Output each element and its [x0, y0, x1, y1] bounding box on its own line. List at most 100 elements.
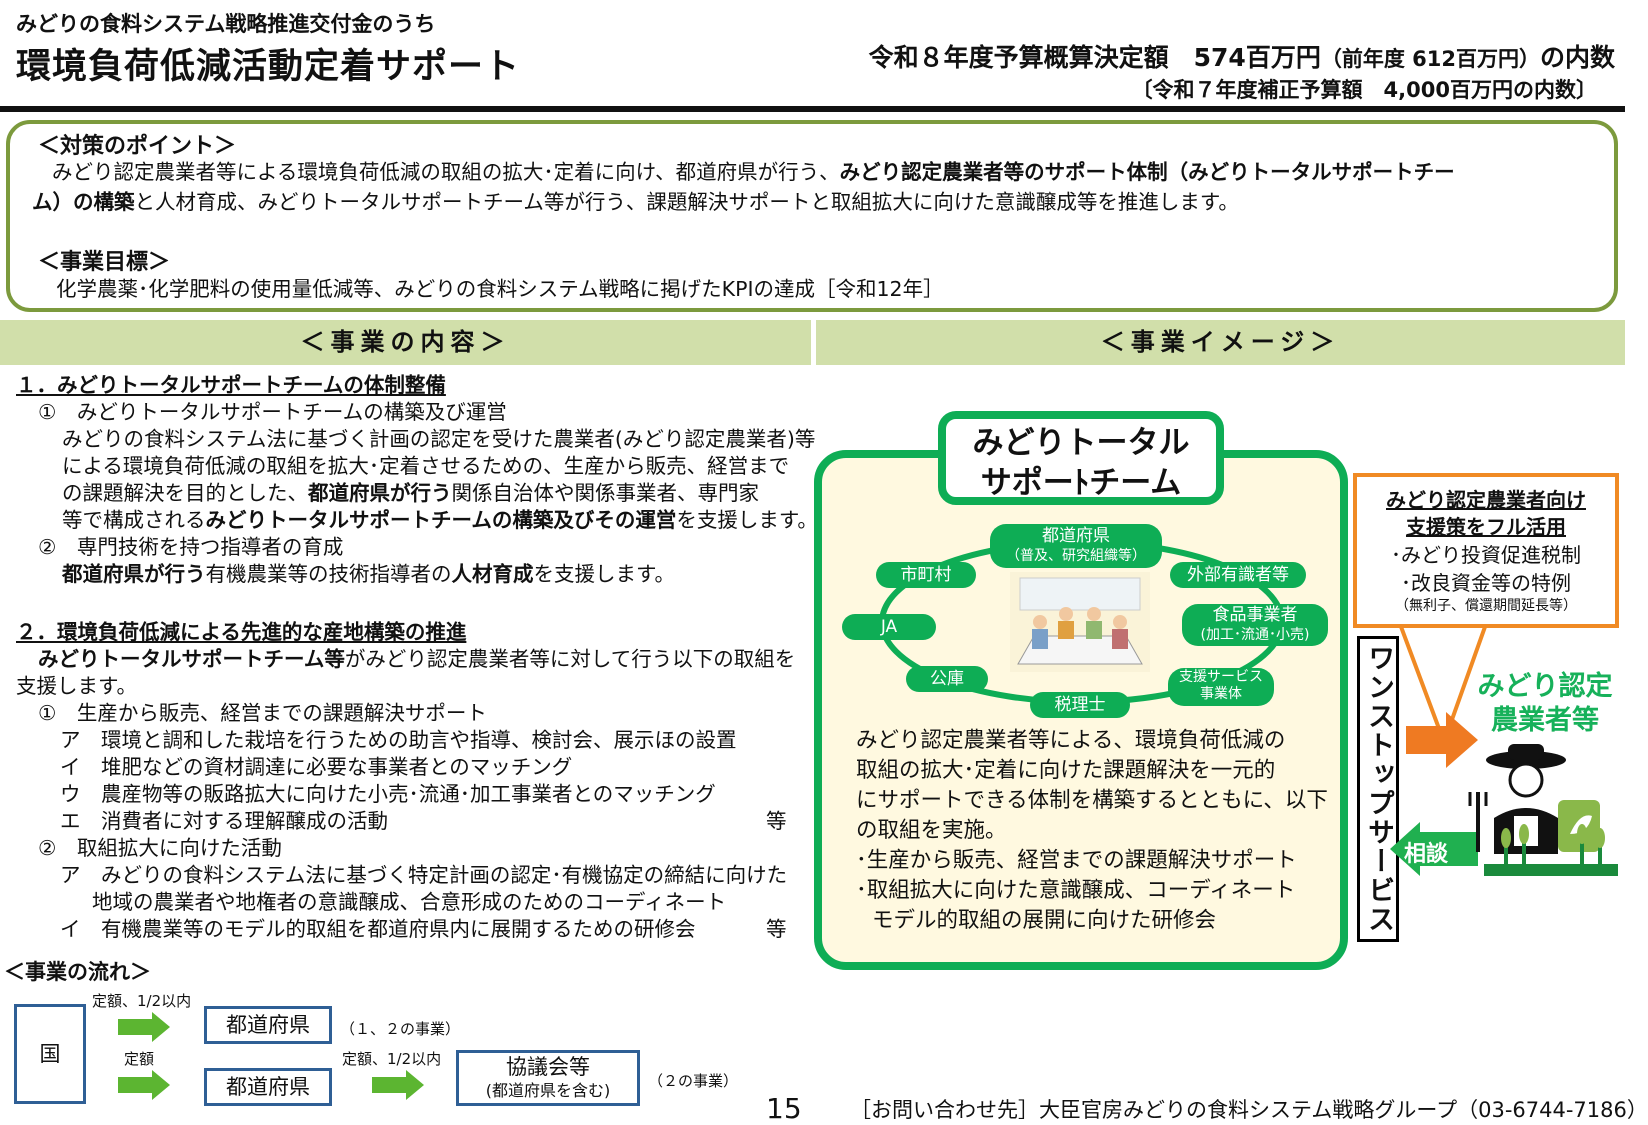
section-2-1-item: ア 環境と調和した栽培を行うための助言や指導、検討会、展示ほの設置 [60, 728, 737, 752]
farmer-label-line: みどり認定 [1477, 671, 1613, 702]
flow-heading: ＜事業の流れ＞ [4, 960, 151, 984]
budget-line: 令和８年度予算概算決定額 574百万円（前年度 612百万円）の内数 [869, 38, 1615, 74]
budget-supplementary: 〔令和７年度補正予算額 4,000百万円の内数〕 [1131, 78, 1597, 102]
flow-arrow-2 [118, 1070, 170, 1100]
support-measure-item: ･改良資金等の特例 [1401, 571, 1571, 595]
content-band: ＜事業の内容＞ [0, 320, 811, 365]
text-span: 関係自治体や関係事業者、専門家 [451, 481, 760, 505]
desc-line: にサポートできる体制を構築するとともに、以下 [856, 788, 1328, 813]
points-line-1: みどり認定農業者等による環境負荷低減の取組の拡大･定着に向け、都道府県が行う、み… [52, 157, 1455, 187]
flow-arrow-3 [372, 1070, 424, 1100]
text-span: がみどり認定農業者等に対して行う以下の取組を [344, 647, 796, 671]
points-text-2a: ム）の構築 [32, 190, 135, 214]
text-span-bold: 人材育成 [451, 562, 534, 586]
section-1-2-text: 都道府県が行う有機農業等の技術指導者の人材育成を支援します。 [62, 561, 675, 588]
desc-line: の取組を実施。 [856, 818, 1007, 843]
certified-farmer-label: みどり認定 農業者等 [1470, 670, 1620, 738]
member-food-sub: (加工･流通･小売) [1200, 627, 1310, 643]
farmer-icon [1468, 744, 1618, 876]
member-ja: JA [842, 614, 936, 640]
desc-line: ･取組拡大に向けた意識醸成、コーディネート [856, 878, 1296, 903]
member-support-label: 支援サービス [1179, 669, 1263, 685]
team-title-line-1: みどりトータル [972, 425, 1190, 461]
points-text-1b: みどり認定農業者等のサポート体制（みどりトータルサポートチー [839, 160, 1455, 184]
flow-prefecture-box-1: 都道府県 [204, 1006, 332, 1044]
flow-council-box: 協議会等 (都道府県を含む) [456, 1050, 640, 1106]
flow-rate-1: 定額、1/2以内 [92, 992, 192, 1010]
member-support-service: 支援サービス 事業体 [1168, 668, 1274, 706]
flow-arrow-1 [118, 1012, 170, 1042]
desc-line: 取組の拡大･定着に向けた課題解決を一元的 [856, 758, 1276, 783]
text-span-bold: 都道府県が行う [62, 562, 206, 586]
text-span: を支援します。 [533, 562, 675, 586]
points-text-1a: みどり認定農業者等による環境負荷低減の取組の拡大･定着に向け、都道府県が行う、 [52, 160, 840, 184]
support-measures-title-2: 支援策をフル活用 [1406, 515, 1566, 539]
team-title-line-2: サポーﾄチーム [980, 465, 1182, 501]
member-prefecture-label: 都道府県 [1042, 526, 1110, 546]
support-measure-note: （無利子、償還期間延長等） [1395, 598, 1577, 614]
section-1-2-title: ② 専門技術を持つ指導者の育成 [38, 535, 344, 559]
desc-line: みどり認定農業者等による、環境負荷低減の [856, 728, 1286, 753]
section-1-1-text: みどりの食料システム法に基づく計画の認定を受けた農業者(みどり認定農業者)等 [62, 427, 816, 451]
section-2-2-title: ② 取組拡大に向けた活動 [38, 836, 282, 860]
flow-rate-3: 定額、1/2以内 [342, 1050, 442, 1068]
section-2-title: ２．環境負荷低減による先進的な産地構築の推進 [16, 620, 467, 644]
text-span: を支援します。 [676, 508, 818, 532]
right-arrow-icon [1406, 712, 1478, 768]
section-1-1-title: ① みどりトータルサポートチームの構築及び運営 [38, 400, 507, 424]
flow-country-box: 国 [14, 1004, 86, 1104]
points-text-2b: と人材育成、みどりトータルサポートチーム等が行う、課題解決サポートと取組拡大に向… [134, 190, 1239, 214]
text-span-bold: みどりトータルサポートチーム等 [38, 647, 345, 671]
member-external-experts: 外部有識者等 [1170, 562, 1306, 588]
text-span: の課題解決を目的とした、 [62, 481, 308, 505]
section-2-2-item: イ 有機農業等のモデル的取組を都道府県内に展開するための研修会 [60, 917, 696, 941]
team-description: みどり認定農業者等による、環境負荷低減の 取組の拡大･定着に向けた課題解決を一元… [856, 726, 1328, 936]
support-measures-box: みどり認定農業者向け 支援策をフル活用 ･みどり投資促進税制 ･改良資金等の特例… [1353, 473, 1619, 628]
header-rule [0, 106, 1625, 112]
member-support-sub: 事業体 [1200, 686, 1242, 702]
one-stop-service-label: ワンストップサービス [1357, 636, 1399, 942]
points-heading: ＜対策のポイント＞ [38, 134, 237, 159]
member-prefecture-sub: （普及、研究組織等） [1006, 548, 1146, 564]
member-tax-accountant: 税理士 [1030, 692, 1130, 718]
meeting-illustration-icon [1010, 572, 1150, 672]
member-bank: 公庫 [906, 666, 988, 692]
policy-points-box: ＜対策のポイント＞ みどり認定農業者等による環境負荷低減の取組の拡大･定着に向け… [6, 120, 1618, 312]
flow-prefecture-box-2: 都道府県 [204, 1068, 332, 1106]
section-2-text: 支援します。 [16, 674, 137, 698]
flow-note-1: （１、２の事業） [340, 1020, 461, 1038]
image-band: ＜事業イメージ＞ [816, 320, 1625, 365]
page-number: 15 [766, 1092, 802, 1125]
goal-text: 化学農薬･化学肥料の使用量低減等、みどりの食料システム戦略に掲げたKPIの達成［… [56, 277, 944, 301]
section-1-1-text: 等で構成されるみどりトータルサポートチームの構築及びその運営を支援します。 [62, 507, 818, 534]
section-2-1-item: ウ 農産物等の販路拡大に向けた小売･流通･加工事業者とのマッチング [60, 782, 716, 806]
member-municipality: 市町村 [876, 562, 976, 588]
section-1-title: １．みどりトータルサポートチームの体制整備 [16, 373, 446, 397]
flow-council-label: 協議会等 [506, 1055, 590, 1079]
budget-main: 令和８年度予算概算決定額 574百万円 [868, 43, 1321, 72]
flow-council-sub: (都道府県を含む) [485, 1081, 611, 1100]
budget-tail: の内数 [1539, 43, 1615, 72]
budget-prev: （前年度 612百万円） [1320, 47, 1540, 71]
section-2-text: みどりトータルサポートチーム等がみどり認定農業者等に対して行う以下の取組を [38, 646, 795, 673]
text-span: 有機農業等の技術指導者の [205, 562, 452, 586]
section-2-1-item: エ 消費者に対する理解醸成の活動 [60, 809, 388, 833]
support-measure-item: ･みどり投資促進税制 [1391, 543, 1581, 567]
header-subtitle: みどりの食料システム戦略推進交付金のうち [16, 12, 436, 36]
consult-label: 相談 [1404, 842, 1449, 867]
farmer-label-line: 農業者等 [1491, 705, 1599, 736]
flow-rate-2: 定額 [124, 1050, 155, 1068]
text-span: 等で構成される [62, 508, 206, 532]
section-1-1-text: による環境負荷低減の取組を拡大･定着させるための、生産から販売、経営まで [62, 454, 790, 478]
etc-label: 等 [766, 917, 787, 941]
section-2-2-item: ア みどりの食料システム法に基づく特定計画の認定･有機協定の締結に向けた [60, 863, 788, 887]
page-title: 環境負荷低減活動定着サポート [16, 47, 521, 87]
desc-line: モデル的取組の展開に向けた研修会 [872, 908, 1217, 933]
goal-heading: ＜事業目標＞ [38, 250, 171, 275]
text-span-bold: みどりトータルサポートチームの構築及びその運営 [205, 508, 677, 532]
member-food-business: 食品事業者 (加工･流通･小売) [1182, 604, 1328, 646]
etc-label: 等 [766, 809, 787, 833]
section-1-1-text: の課題解決を目的とした、都道府県が行う関係自治体や関係事業者、専門家 [62, 480, 759, 507]
section-2-1-item: イ 堆肥などの資材調達に必要な事業者とのマッチング [60, 755, 573, 779]
consult-arrow-icon [1390, 822, 1478, 876]
